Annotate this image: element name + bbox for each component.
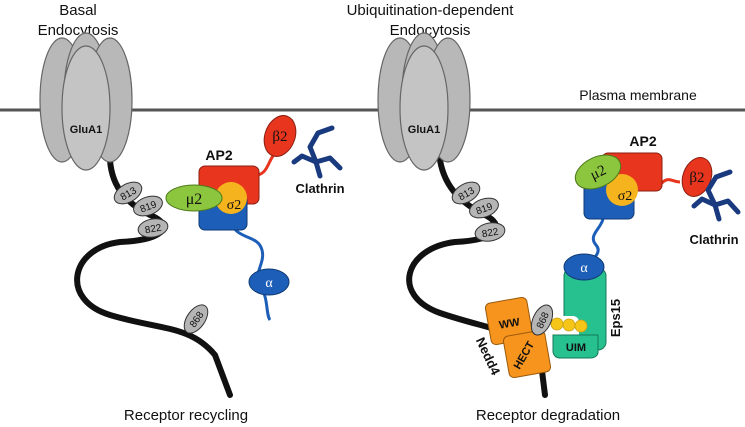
right-alpha-subunit: α	[563, 253, 605, 281]
left-alpha-subunit: α	[248, 268, 290, 296]
svg-text:μ2: μ2	[588, 162, 609, 183]
uim-label: UIM	[566, 342, 586, 354]
svg-text:α: α	[580, 261, 588, 276]
left-sigma2-label: σ2	[227, 198, 242, 213]
right-caption: Receptor degradation	[476, 407, 620, 424]
left-header-line1: Basal	[59, 2, 97, 19]
left-clathrin-icon	[291, 125, 343, 179]
right-sigma2-label: σ2	[618, 189, 633, 204]
right-residue-822: 822	[474, 222, 506, 242]
left-ap2-label: AP2	[205, 147, 232, 163]
right-ap2-label: AP2	[629, 133, 656, 149]
left-residue-819: 819	[133, 195, 163, 217]
left-clathrin-label: Clathrin	[295, 181, 344, 196]
right-header-line1: Ubiquitination-dependent	[347, 2, 515, 19]
svg-text:822: 822	[144, 223, 163, 237]
left-header-line2: Endocytosis	[38, 22, 119, 39]
eps15-label: Eps15	[608, 299, 623, 337]
left-beta2-subunit: β2	[263, 115, 297, 157]
svg-text:β2: β2	[689, 170, 704, 186]
right-residue-819: 819	[469, 197, 499, 219]
svg-text:α: α	[265, 276, 273, 291]
right-residue-813: 813	[451, 181, 481, 205]
svg-text:μ2: μ2	[186, 191, 203, 208]
plasma-membrane-label: Plasma membrane	[579, 87, 697, 103]
left-residue-822: 822	[137, 218, 169, 238]
right-glua1-label: GluA1	[408, 124, 440, 136]
ww-label: WW	[498, 316, 521, 332]
right-header-line2: Endocytosis	[390, 22, 471, 39]
svg-text:β2: β2	[272, 129, 287, 145]
nedd4-protein	[484, 296, 552, 379]
left-residue-813: 813	[113, 181, 143, 205]
left-residue-868: 868	[183, 304, 209, 334]
ubiquitin-chain	[550, 317, 588, 333]
left-ap2-complex	[198, 148, 281, 321]
right-glua1-receptor	[377, 32, 471, 171]
right-mu2-subunit: μ2	[574, 154, 622, 190]
svg-text:822: 822	[481, 227, 500, 241]
right-clathrin-icon	[691, 169, 741, 222]
left-caption: Receptor recycling	[124, 407, 248, 424]
left-mu2-subunit: μ2	[165, 184, 223, 212]
left-glua1-label: GluA1	[70, 124, 102, 136]
right-residue-868: 868	[530, 304, 554, 336]
left-glua1-receptor	[39, 32, 133, 171]
right-clathrin-label: Clathrin	[689, 232, 738, 247]
